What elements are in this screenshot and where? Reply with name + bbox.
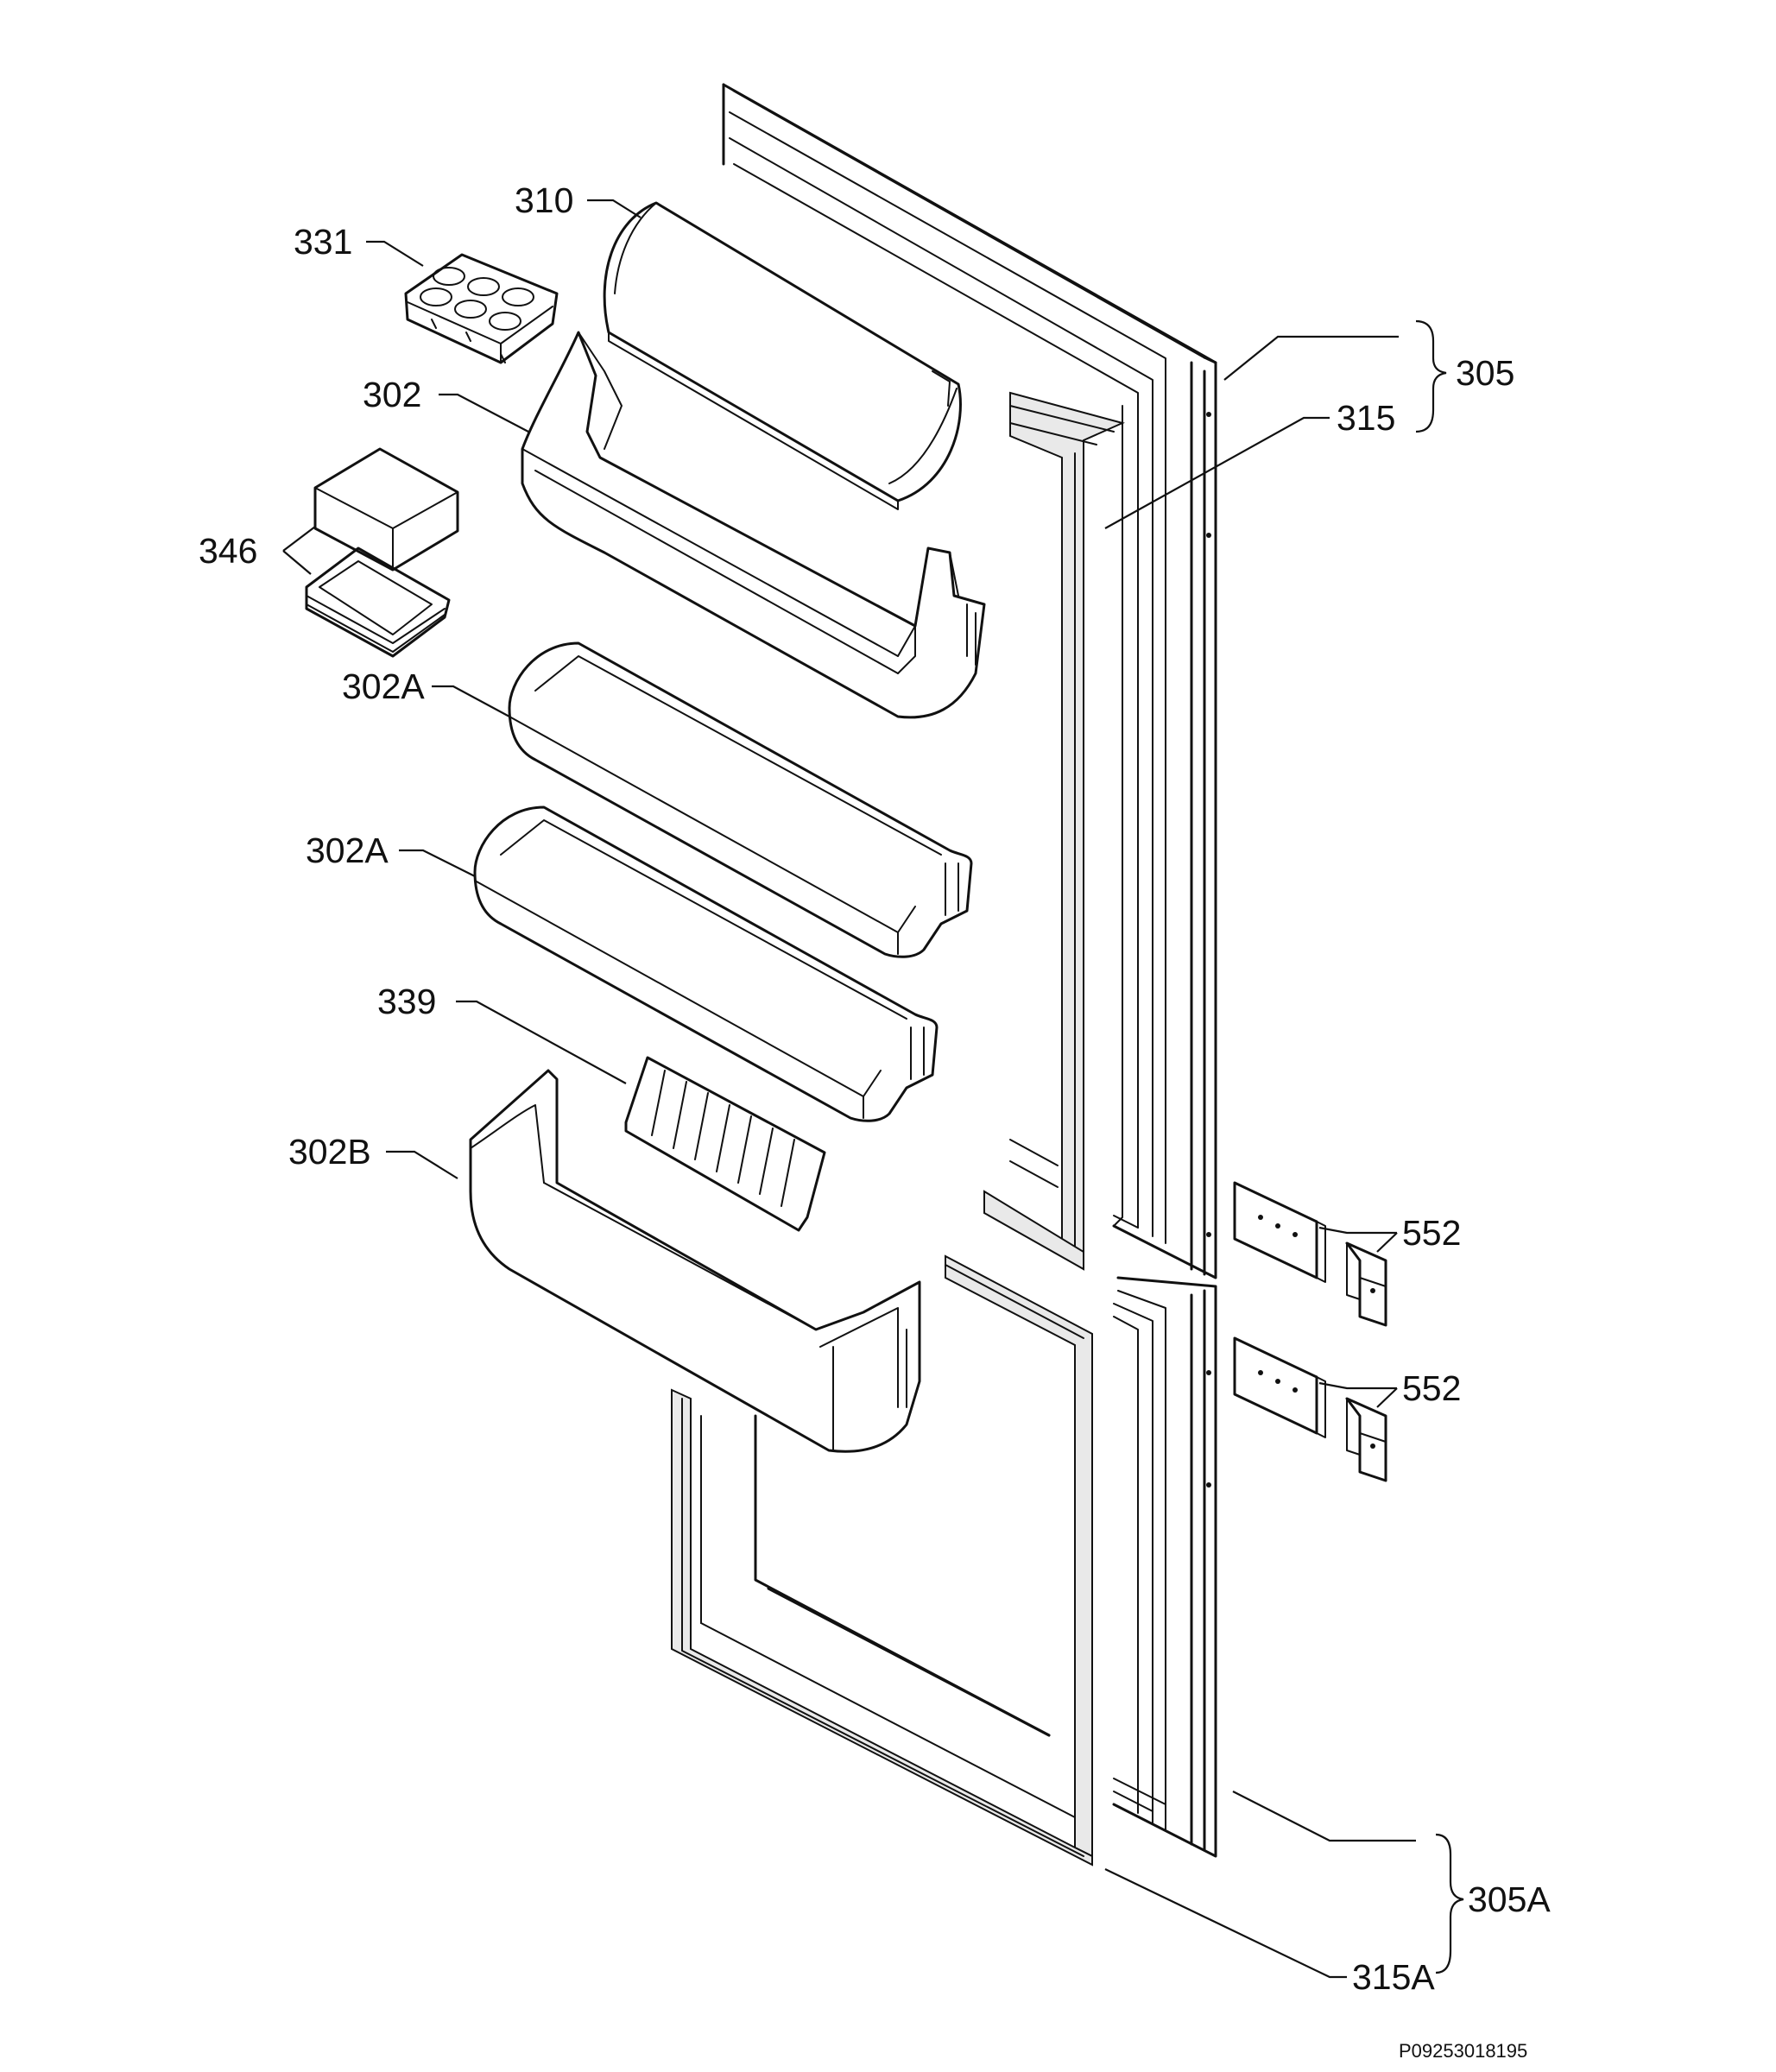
- egg-tray-331: [404, 253, 559, 364]
- bottle-holder-339: [624, 1056, 826, 1232]
- label-315: 315: [1337, 398, 1395, 438]
- label-310: 310: [515, 180, 573, 220]
- door-bin-302b: [469, 1069, 921, 1453]
- label-552-lower: 552: [1402, 1368, 1461, 1408]
- label-305a: 305A: [1468, 1879, 1551, 1919]
- hinge-bracket-lower: [1233, 1336, 1387, 1482]
- brace-305: [1415, 319, 1447, 433]
- label-302: 302: [363, 375, 421, 414]
- shelf-310: [603, 201, 962, 510]
- brace-305a: [1435, 1833, 1464, 1974]
- drawing-code: P09253018195: [1399, 2040, 1527, 2062]
- leader-lines: [282, 199, 1416, 1979]
- lower-door-panel: [1112, 1276, 1217, 1858]
- door-bin-302: [521, 331, 986, 719]
- label-302a-lower: 302A: [306, 831, 389, 870]
- part-labels: 310 331 302 346 302A 302A 339 302B 305 3…: [199, 180, 1551, 1997]
- upper-door-panel: [722, 83, 1217, 1279]
- upper-door-gasket: [983, 391, 1125, 1271]
- hinge-bracket-upper: [1233, 1181, 1387, 1327]
- label-339: 339: [377, 982, 436, 1021]
- label-305: 305: [1456, 353, 1514, 393]
- door-bin-302a-lower: [473, 805, 939, 1122]
- label-331: 331: [294, 222, 352, 262]
- label-302a-upper: 302A: [342, 666, 425, 706]
- label-315a: 315A: [1352, 1957, 1435, 1997]
- lower-door-gasket: [671, 1254, 1093, 1867]
- door-bin-302a-upper: [508, 641, 973, 958]
- dairy-box-346: [305, 447, 459, 658]
- label-302b: 302B: [288, 1132, 371, 1172]
- label-552-upper: 552: [1402, 1213, 1461, 1253]
- label-346: 346: [199, 531, 257, 571]
